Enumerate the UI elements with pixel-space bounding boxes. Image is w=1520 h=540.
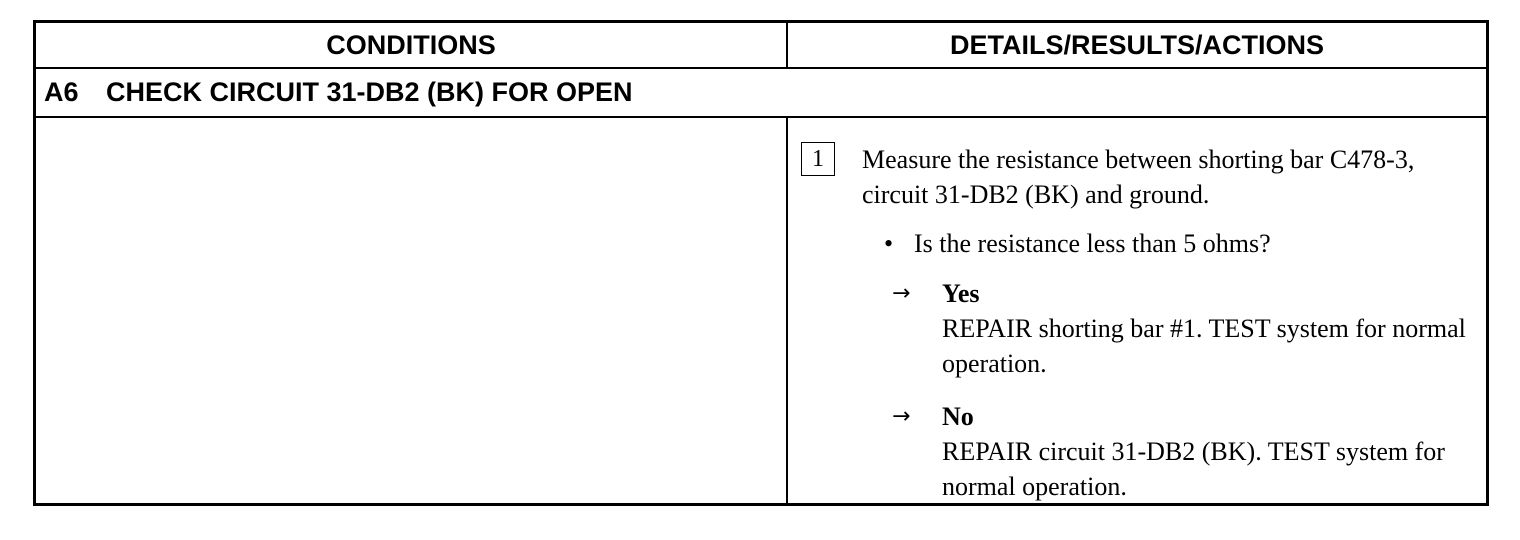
result-yes-body: Yes REPAIR shorting bar #1. TEST system …: [942, 276, 1482, 381]
question-item: • Is the resistance less than 5 ohms?: [884, 226, 1271, 261]
table-header: CONDITIONS DETAILS/RESULTS/ACTIONS: [36, 23, 1486, 69]
bullet-icon: •: [884, 229, 894, 258]
result-no-text: REPAIR circuit 31-DB2 (BK). TEST system …: [942, 437, 1445, 501]
section-title-row: A6 CHECK CIRCUIT 31-DB2 (BK) FOR OPEN: [36, 69, 1486, 118]
section-title: CHECK CIRCUIT 31-DB2 (BK) FOR OPEN: [106, 77, 633, 107]
result-no-label: No: [942, 402, 974, 431]
result-yes: → Yes REPAIR shorting bar #1. TEST syste…: [892, 276, 1482, 381]
details-header: DETAILS/RESULTS/ACTIONS: [949, 29, 1324, 60]
arrow-right-icon: →: [892, 281, 911, 306]
details-cell: 1 Measure the resistance between shortin…: [788, 118, 1486, 506]
result-no: → No REPAIR circuit 31-DB2 (BK). TEST sy…: [892, 399, 1482, 504]
conditions-header: CONDITIONS: [36, 23, 788, 67]
procedure-table: CONDITIONS DETAILS/RESULTS/ACTIONS A6 CH…: [33, 20, 1489, 506]
result-no-body: No REPAIR circuit 31-DB2 (BK). TEST syst…: [942, 399, 1482, 504]
result-yes-text: REPAIR shorting bar #1. TEST system for …: [942, 314, 1466, 378]
section-id: A6: [44, 77, 79, 107]
step-instruction: Measure the resistance between shorting …: [862, 145, 1415, 209]
arrow-right-icon: →: [892, 404, 911, 429]
conditions-cell: [36, 118, 788, 506]
question-text: Is the resistance less than 5 ohms?: [914, 229, 1271, 258]
step-number-box: 1: [801, 142, 835, 176]
result-yes-label: Yes: [942, 279, 980, 308]
